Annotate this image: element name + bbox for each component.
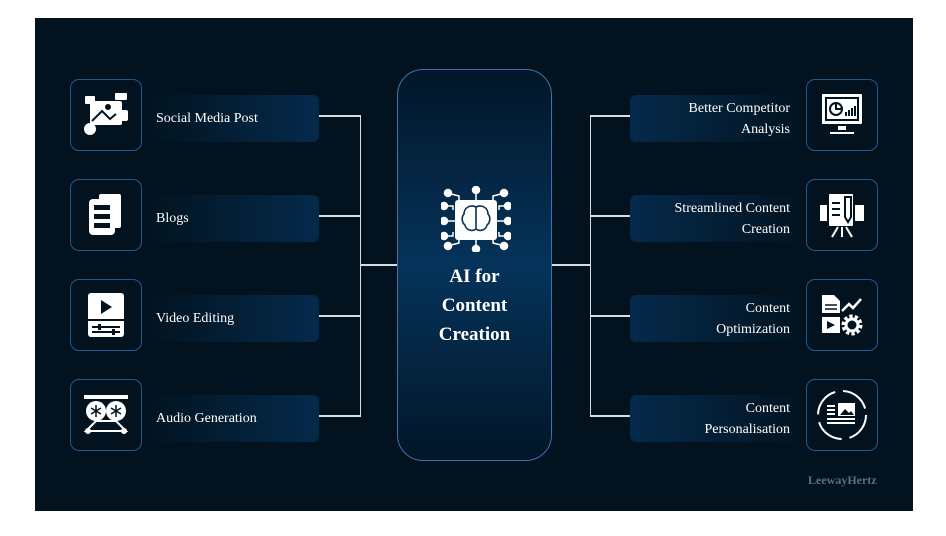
connector <box>319 215 361 217</box>
item-label: Social Media Post <box>156 110 258 126</box>
center-title-line: Creation <box>438 324 511 345</box>
connector <box>590 215 630 217</box>
item-label: Blogs <box>156 210 189 226</box>
item-label: Content <box>745 400 790 416</box>
item-label: Optimization <box>716 321 790 337</box>
personalisation-cycle-icon <box>806 379 878 451</box>
video-editing-icon <box>70 279 142 351</box>
connector <box>319 315 361 317</box>
left-item-blogs: Blogs <box>143 195 319 242</box>
social-media-icon <box>70 79 142 151</box>
connector <box>590 115 630 117</box>
connector <box>590 415 630 417</box>
item-label: Content <box>745 300 790 316</box>
item-label: Creation <box>741 221 790 237</box>
item-label: Better Competitor <box>688 100 790 116</box>
ai-brain-chip-icon <box>441 186 511 252</box>
connector <box>552 264 590 266</box>
left-item-video-editing: Video Editing <box>143 295 319 342</box>
connector <box>359 115 361 417</box>
item-label: Video Editing <box>156 310 235 326</box>
item-label: Audio Generation <box>156 410 257 426</box>
document-pencil-easel-icon <box>806 179 878 251</box>
left-item-audio-generation: Audio Generation <box>143 395 319 442</box>
center-node: AI for Content Creation <box>397 69 552 461</box>
left-item-social-media-post: Social Media Post <box>143 95 319 142</box>
connector <box>589 115 591 417</box>
brand-watermark: LeewayHertz <box>808 473 877 487</box>
center-title-line: AI for <box>449 266 500 287</box>
optimization-gear-icon <box>806 279 878 351</box>
monitor-chart-icon <box>806 79 878 151</box>
center-title: AI for Content Creation <box>398 262 551 349</box>
item-label: Analysis <box>741 121 790 137</box>
connector <box>360 264 397 266</box>
connector <box>319 115 361 117</box>
center-title-line: Content <box>441 295 508 316</box>
connector <box>319 415 361 417</box>
item-label: Personalisation <box>704 421 790 437</box>
connector <box>590 315 630 317</box>
item-label: Streamlined Content <box>674 200 790 216</box>
documents-icon <box>70 179 142 251</box>
audio-reels-icon <box>70 379 142 451</box>
